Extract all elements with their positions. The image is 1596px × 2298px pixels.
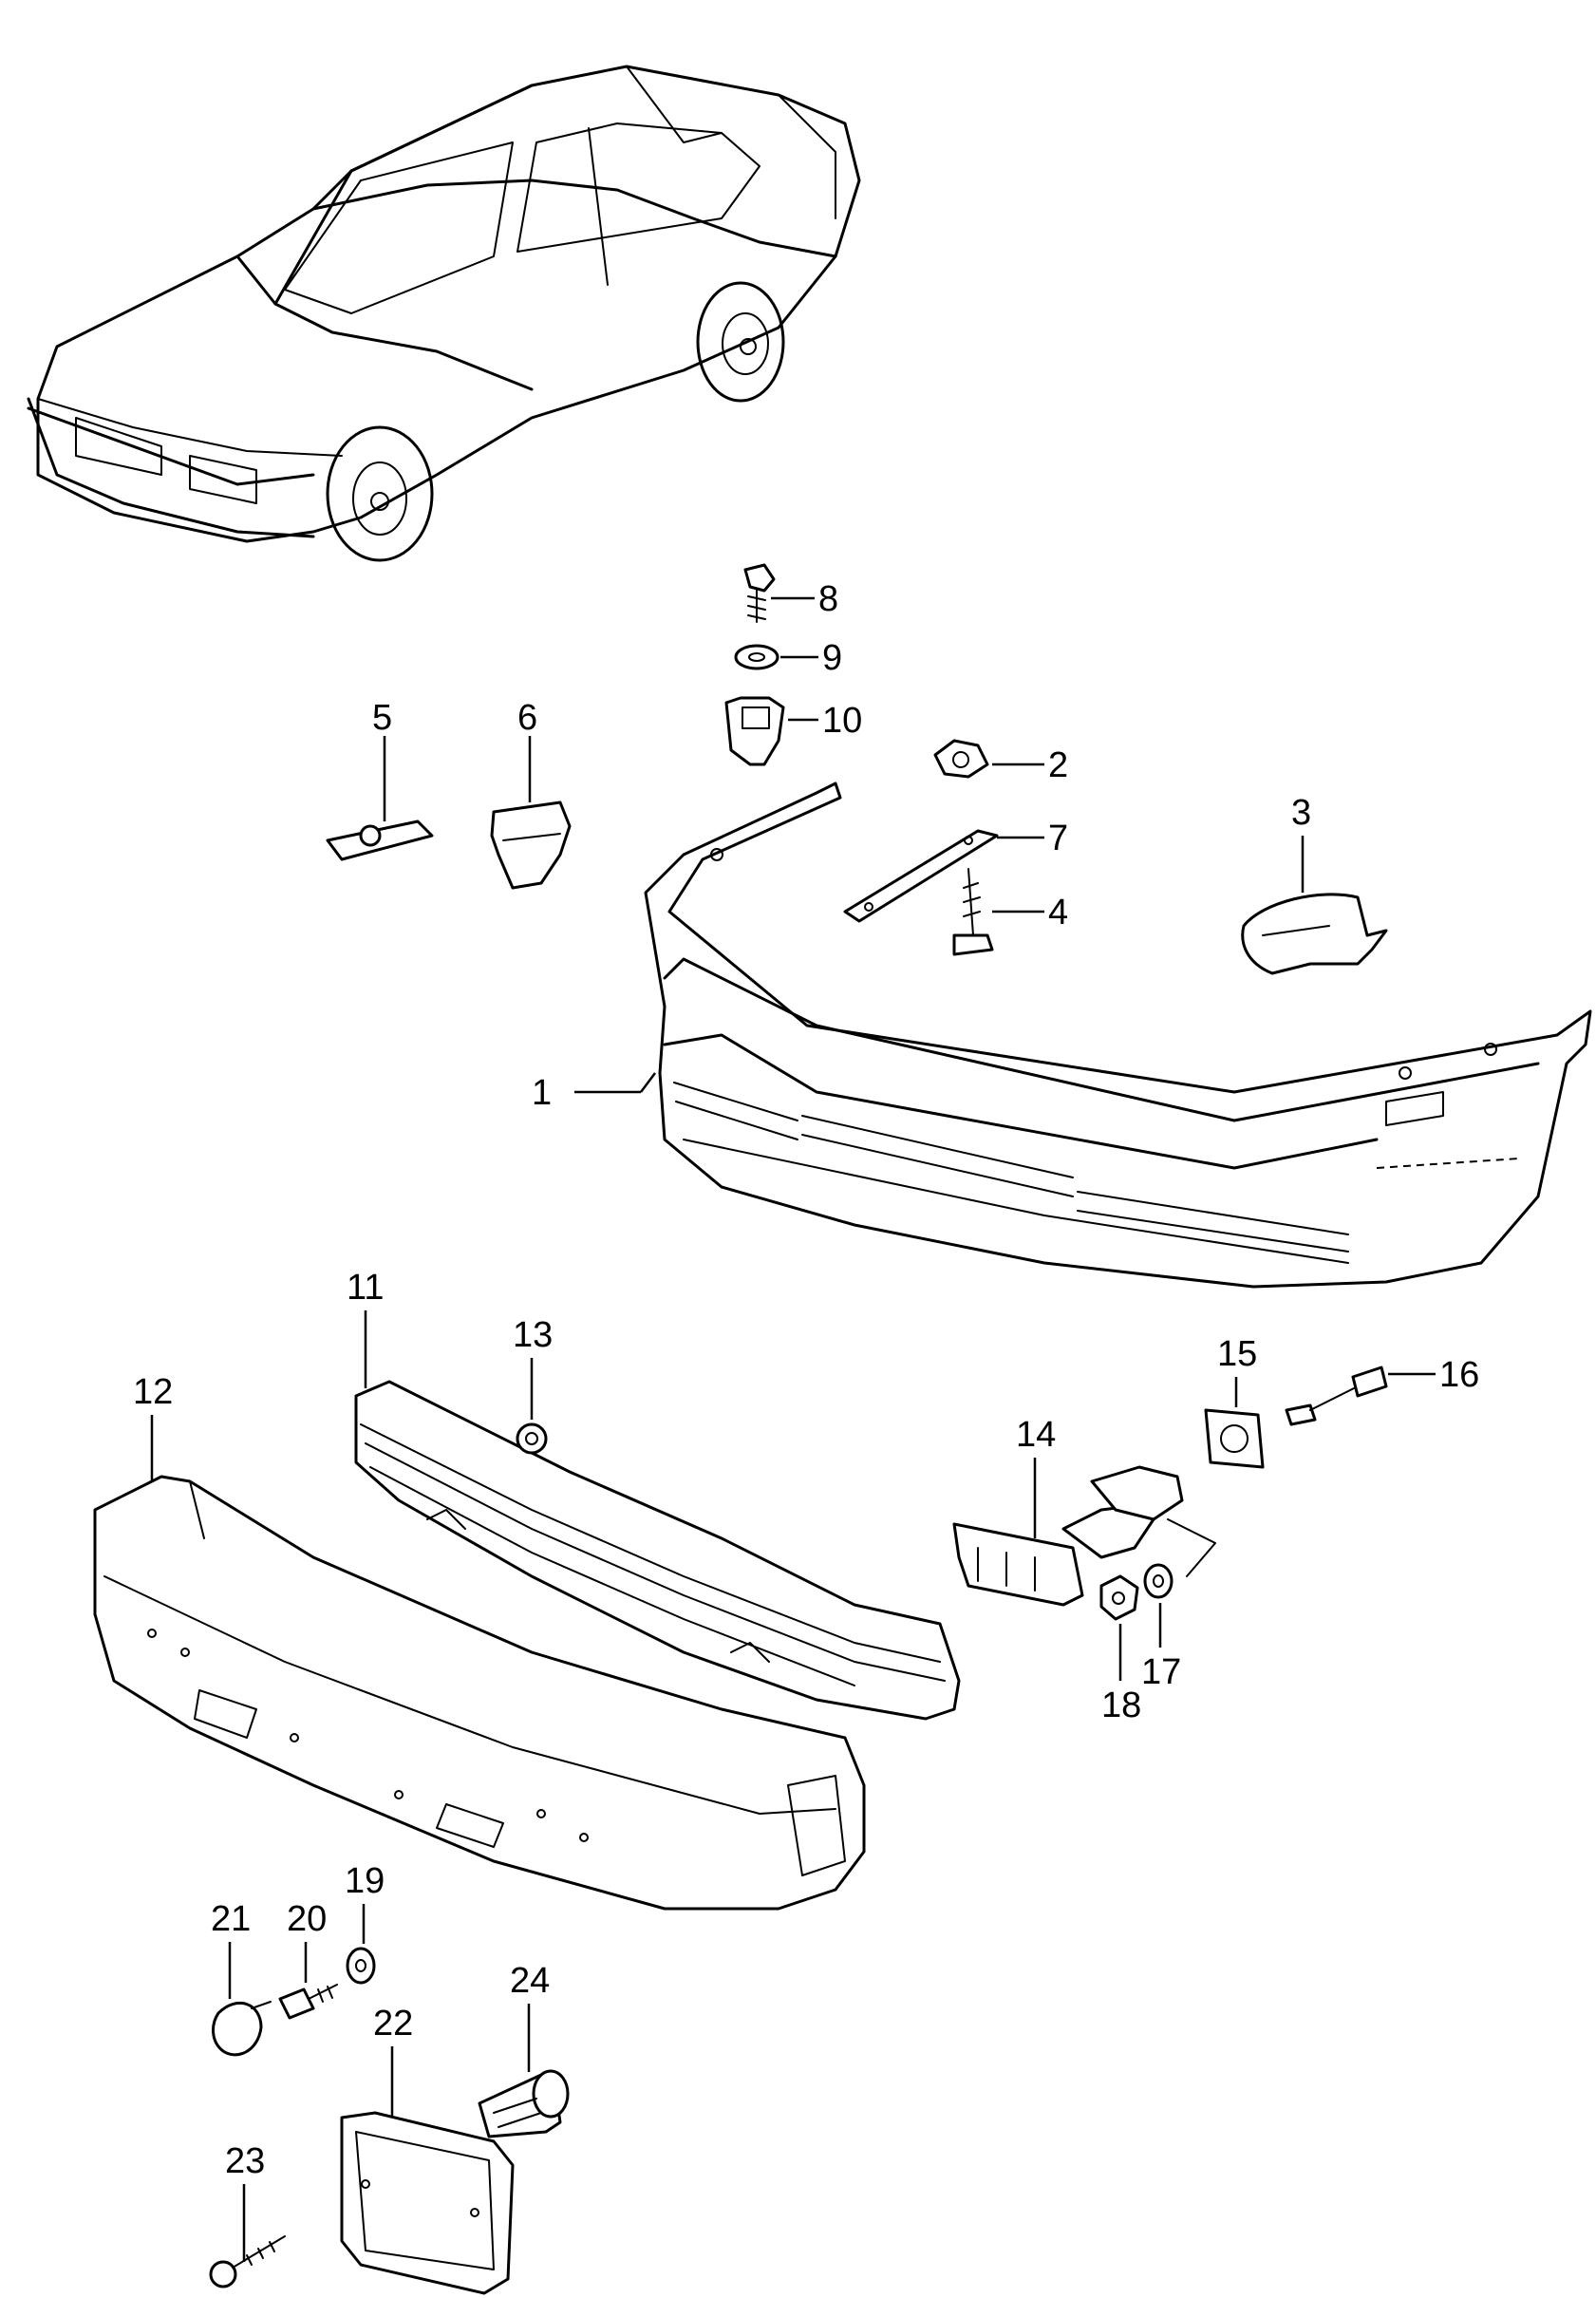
label-part-3: 3 bbox=[1291, 793, 1311, 833]
clip-sheet-part-3 bbox=[1241, 893, 1388, 975]
nut-part-18 bbox=[1099, 1574, 1139, 1621]
label-part-4: 4 bbox=[1048, 893, 1068, 932]
nut-part-13 bbox=[516, 1422, 548, 1455]
label-part-2: 2 bbox=[1048, 745, 1068, 785]
bracket-part-14 bbox=[952, 1465, 1216, 1607]
label-part-1: 1 bbox=[532, 1073, 552, 1113]
label-part-16: 16 bbox=[1439, 1355, 1479, 1395]
label-part-7: 7 bbox=[1048, 819, 1068, 858]
label-part-15: 15 bbox=[1217, 1334, 1257, 1374]
screw-part-4 bbox=[952, 868, 994, 956]
fasteners-8-9-10 bbox=[724, 563, 785, 766]
label-part-14: 14 bbox=[1016, 1415, 1056, 1455]
retainer-part-6 bbox=[490, 801, 572, 890]
label-part-17: 17 bbox=[1141, 1652, 1181, 1692]
leader-lines bbox=[150, 596, 1436, 2262]
label-part-18: 18 bbox=[1101, 1686, 1141, 1725]
label-part-13: 13 bbox=[513, 1315, 553, 1355]
nut-part-2 bbox=[933, 739, 989, 779]
label-part-21: 21 bbox=[211, 1899, 251, 1939]
gasket-part-15 bbox=[1204, 1408, 1265, 1469]
label-part-10: 10 bbox=[822, 701, 862, 741]
car-overview bbox=[27, 65, 861, 562]
washer-part-17 bbox=[1143, 1563, 1174, 1599]
label-part-6: 6 bbox=[517, 698, 537, 738]
label-part-12: 12 bbox=[133, 1372, 173, 1412]
strip-part-7 bbox=[843, 829, 999, 923]
bumper-cover-part-12 bbox=[93, 1475, 866, 1911]
label-part-9: 9 bbox=[822, 638, 842, 678]
part-labels: 1 2 3 4 5 6 7 8 9 10 11 12 13 14 15 16 1… bbox=[133, 579, 1479, 2181]
impact-absorber-part-11 bbox=[354, 1380, 961, 1721]
screw-part-23 bbox=[209, 2235, 286, 2289]
plate-part-22 bbox=[340, 2111, 515, 2295]
clip-part-5 bbox=[326, 819, 434, 861]
label-part-11: 11 bbox=[347, 1268, 384, 1308]
cap-part-21 bbox=[212, 2001, 272, 2057]
label-part-23: 23 bbox=[225, 2141, 265, 2181]
washer-part-19 bbox=[346, 1947, 376, 1985]
plug-part-24 bbox=[478, 2069, 570, 2138]
bolt-part-16 bbox=[1285, 1366, 1388, 1426]
front-bumper-assembly bbox=[644, 782, 1592, 1289]
label-part-24: 24 bbox=[510, 1961, 550, 2001]
bolt-part-20 bbox=[278, 1984, 338, 2020]
label-part-20: 20 bbox=[287, 1899, 327, 1939]
label-part-19: 19 bbox=[345, 1861, 385, 1901]
label-part-22: 22 bbox=[373, 2004, 413, 2044]
label-part-8: 8 bbox=[818, 579, 838, 619]
label-part-5: 5 bbox=[372, 698, 392, 738]
